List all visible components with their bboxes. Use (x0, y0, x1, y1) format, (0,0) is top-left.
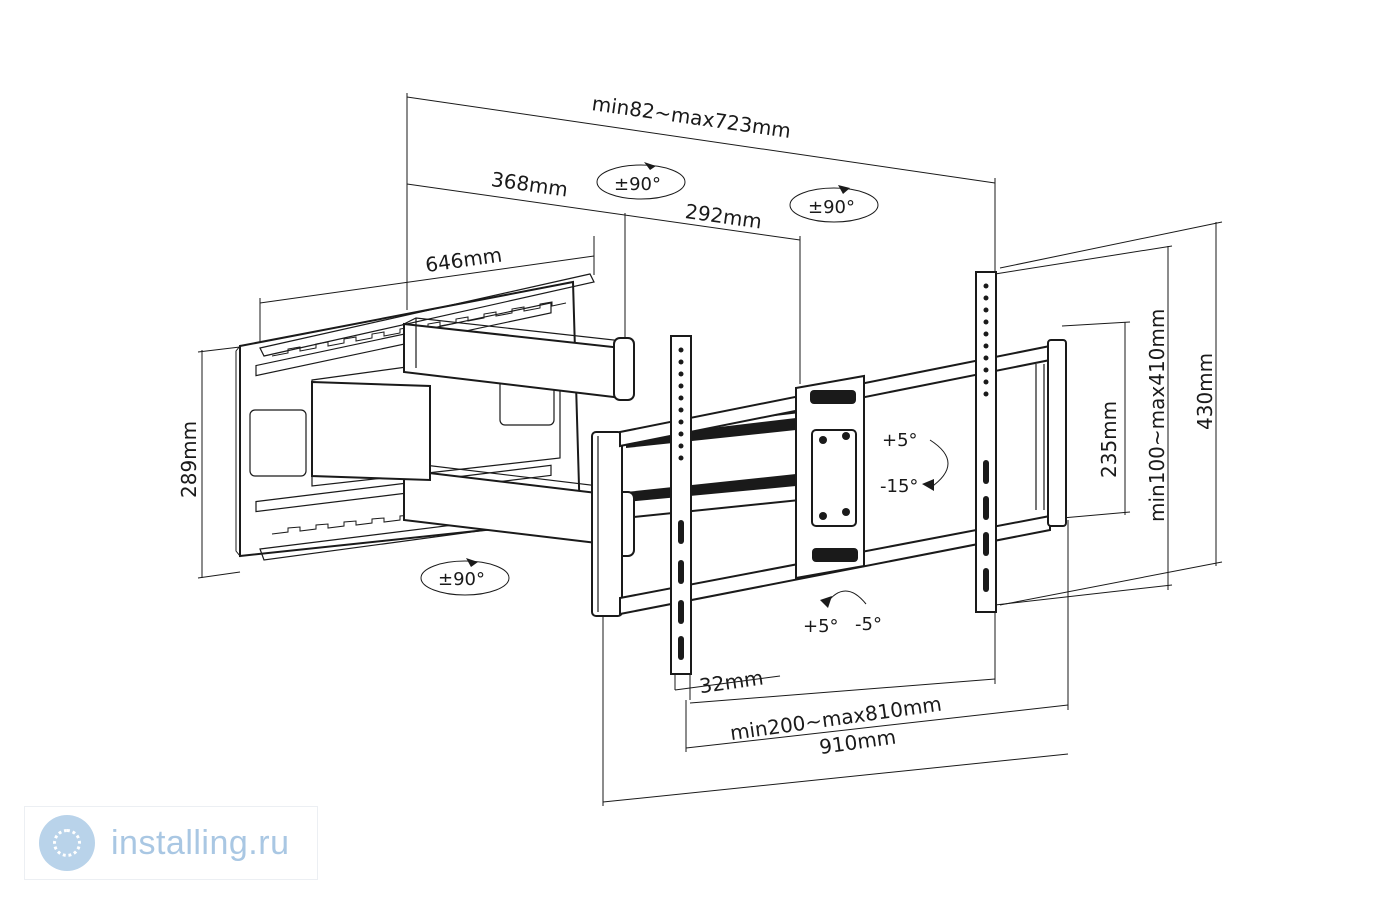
angle-swivel-top-left: ±90° (614, 174, 661, 195)
dim-arm-first: 368mm (490, 167, 570, 202)
angle-tilt-down: -15° (880, 476, 918, 497)
watermark-text: installing.ru (111, 823, 290, 862)
dimension-lines (197, 93, 1223, 806)
dim-arm-total: min82~max723mm (590, 91, 792, 143)
dim-bracket-height: 430mm (1193, 353, 1217, 430)
vesa-rail-left (670, 335, 692, 675)
dim-wall-plate-height: 289mm (177, 421, 201, 498)
angle-swivel-bottom: ±90° (438, 569, 485, 590)
angle-level-plus: +5° (803, 616, 839, 637)
dim-arm-second: 292mm (684, 199, 764, 234)
angle-tilt-up: +5° (882, 430, 918, 451)
angle-level-minus: -5° (855, 614, 882, 635)
angle-labels: ±90° ±90° ±90° +5° -15° +5° -5° (438, 174, 918, 637)
dim-rail-width: 32mm (698, 666, 765, 699)
front-frame-left (591, 431, 623, 617)
dim-vesa-vertical: min100~max410mm (1145, 309, 1169, 522)
center-mount-plate (795, 374, 865, 580)
watermark: installing.ru (24, 806, 318, 880)
dim-wall-plate-width: 646mm (424, 243, 504, 278)
angle-swivel-top-right: ±90° (808, 197, 855, 218)
dim-vesa-vertical-inner: 235mm (1097, 401, 1121, 478)
vesa-rail-right (975, 271, 997, 613)
rotation-indicators (420, 162, 949, 608)
watermark-logo-icon (39, 815, 95, 871)
rail-left-holes (678, 347, 684, 660)
front-frame-right (1035, 339, 1067, 527)
rail-right-holes (983, 283, 989, 592)
